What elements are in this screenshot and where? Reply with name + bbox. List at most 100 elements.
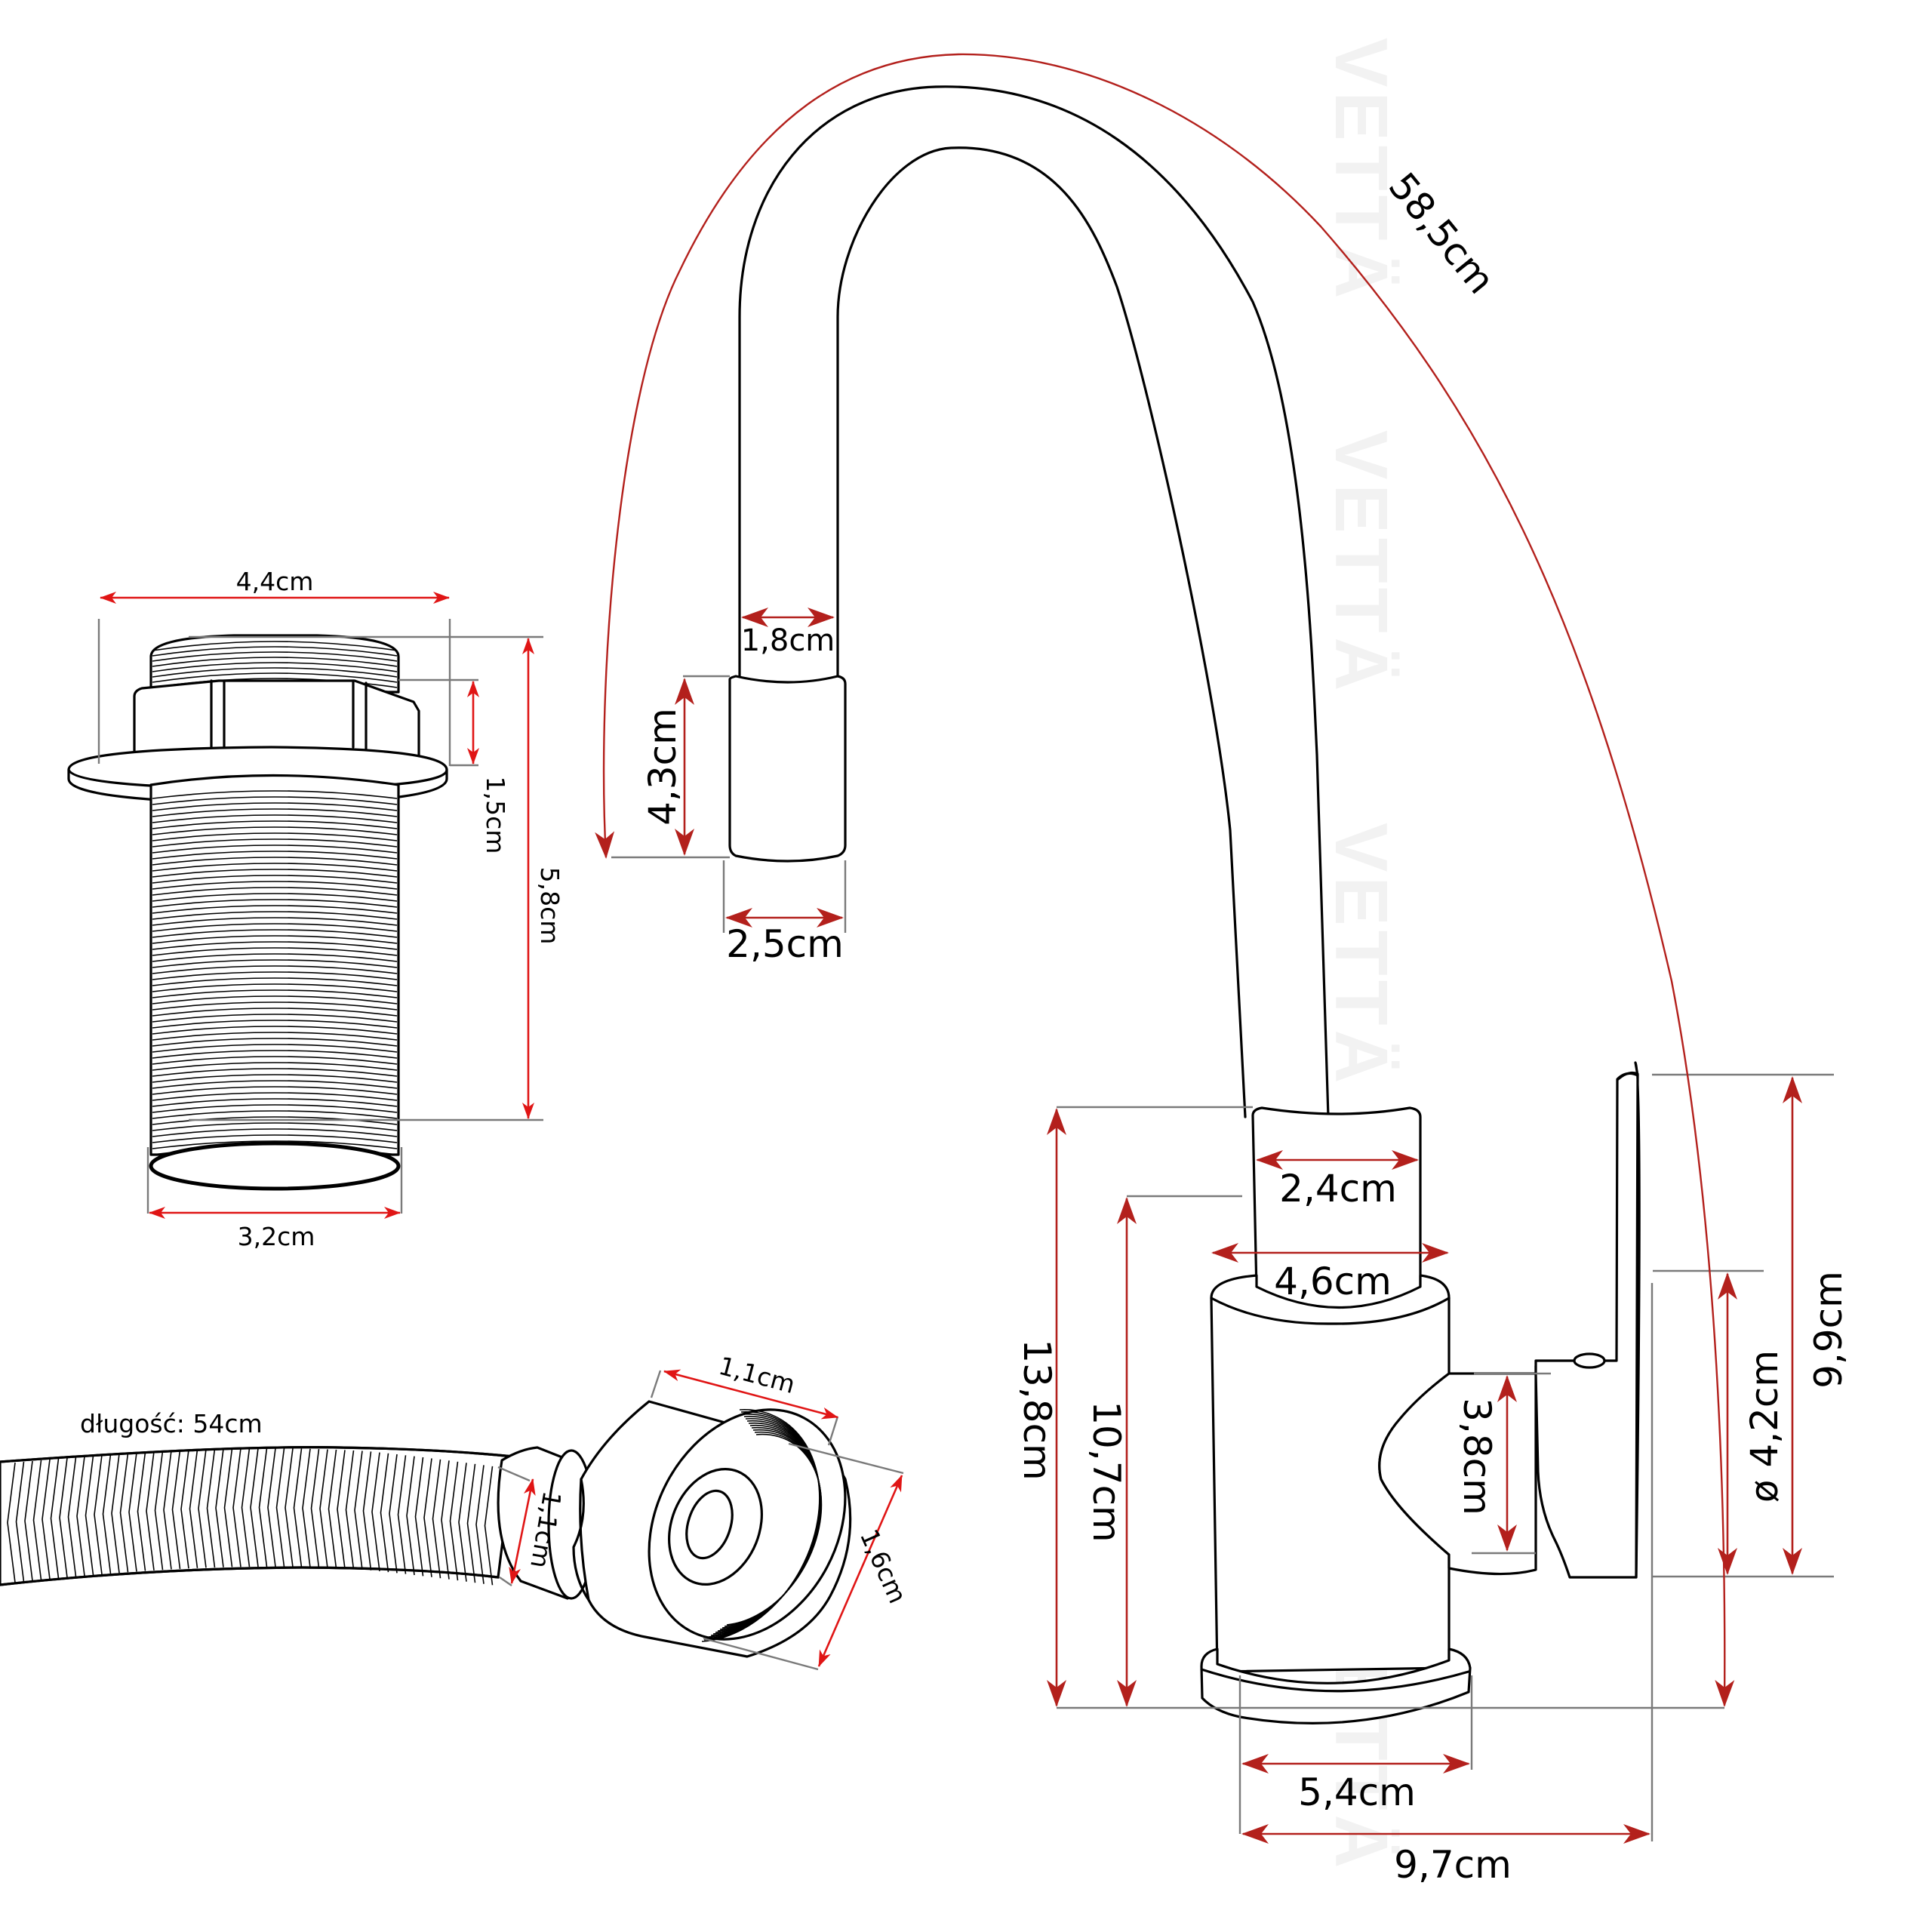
thread-line [152,953,398,962]
thread-line [152,1062,398,1071]
braid-stroke [232,1448,242,1567]
braid-stroke [310,1449,320,1568]
thread-line [152,989,398,998]
thread-line [152,875,398,884]
braid-stroke [137,1451,146,1571]
braid-stroke [389,1454,398,1574]
thread-line [152,1056,398,1065]
thread-line [152,1080,398,1089]
nut-facet [572,1478,590,1601]
braid-stroke [484,1466,494,1586]
lower-thread-lines [152,790,398,1155]
thread-line [152,863,398,872]
aerator [728,675,847,863]
braid-stroke [354,1451,363,1570]
outlet-height-label: 3,8cm [1455,1398,1499,1515]
nut-thread-diameter-dim [817,1475,903,1667]
braid-stroke [215,1448,224,1567]
thread-line [152,1020,398,1029]
total-height-label: 13,8cm [1015,1339,1059,1481]
thread-line [152,971,398,980]
braid-stroke [345,1450,355,1570]
thread-line [152,1014,398,1023]
mounting-nipple-drawing: 4,4cm 1,5cm 5,8cm 3,2cm [67,567,565,1251]
body-height-label: 10,7cm [1084,1401,1128,1543]
braid-stroke [198,1449,207,1568]
thread-line [152,832,398,841]
braid-stroke [258,1447,268,1567]
hose-bottom-edge [0,1566,500,1586]
braid-stroke [362,1451,372,1571]
thread-line [152,1001,398,1011]
thread-line [152,1086,398,1095]
nipple-lower-thread [149,774,400,1156]
braid-stroke [111,1454,120,1574]
thread-line [152,977,398,986]
nut-height-label: 1,5cm [481,777,510,854]
thread-line [152,826,398,835]
thread-line [152,1092,398,1101]
braid-stroke [128,1452,137,1572]
braid-stroke [163,1451,172,1570]
thread-line [152,1038,398,1047]
thread-line [152,646,398,657]
nut-thread-lines [701,1409,823,1642]
braid-stroke [285,1448,294,1567]
braid-stroke [449,1461,459,1581]
braid-stroke [423,1458,432,1577]
thread-line [152,808,398,817]
thread-line [152,1128,398,1137]
hose-drawing: długość: 54cm 1,1cm 1,1cm 1,6cm [0,1351,912,1671]
braid-stroke [466,1463,476,1583]
braid-stroke [223,1448,233,1567]
braid-stroke [397,1455,407,1574]
thread-line [152,802,398,811]
braid-stroke [24,1460,33,1581]
braid-stroke [250,1447,259,1567]
thread-line [152,1122,398,1131]
thread-line [152,1110,398,1119]
thread-line [152,838,398,848]
thread-line [152,983,398,992]
nut-width-label: 1,1cm [715,1351,798,1399]
braid-stroke [85,1455,94,1576]
thread-line [152,672,398,683]
flange-width-label: 4,4cm [236,567,314,596]
braid-stroke [414,1457,424,1577]
aerator-height-label: 4,3cm [641,708,685,826]
braid-stroke [180,1449,189,1569]
braid-stroke [206,1448,216,1568]
thread-line [152,881,398,890]
thread-line [152,995,398,1004]
thread-line [152,1134,398,1143]
nut-bore [685,1489,734,1560]
thread-line [152,1026,398,1035]
hose-length-label: długość: 54cm [80,1409,263,1438]
watermark-text: VETTÄ [1320,430,1403,695]
spout-inner [836,146,1247,1118]
thread-line [152,965,398,974]
braid-stroke [406,1456,415,1576]
braid-stroke [267,1447,276,1567]
braid-stroke [319,1449,328,1568]
thread-line [152,869,398,878]
braid-stroke [76,1456,85,1577]
thread-line [152,887,398,896]
spout-outer [738,85,1330,1118]
thread-line [152,929,398,938]
braid-stroke [67,1457,77,1577]
thread-line [152,1050,398,1059]
thread-line [152,667,398,678]
nipple-hex-nut [133,679,420,758]
overall-width-label: 9,7cm [1394,1843,1512,1887]
braid-stroke [42,1459,51,1580]
braid-stroke [475,1465,485,1584]
watermark-text: VETTÄ [1320,38,1403,303]
watermark-text: VETTÄ [1320,823,1403,1088]
thread-line [152,959,398,968]
thread-diameter-label: 3,2cm [238,1222,315,1251]
thread-line [152,947,398,956]
braid-stroke [441,1460,450,1580]
braid-stroke [380,1453,389,1573]
